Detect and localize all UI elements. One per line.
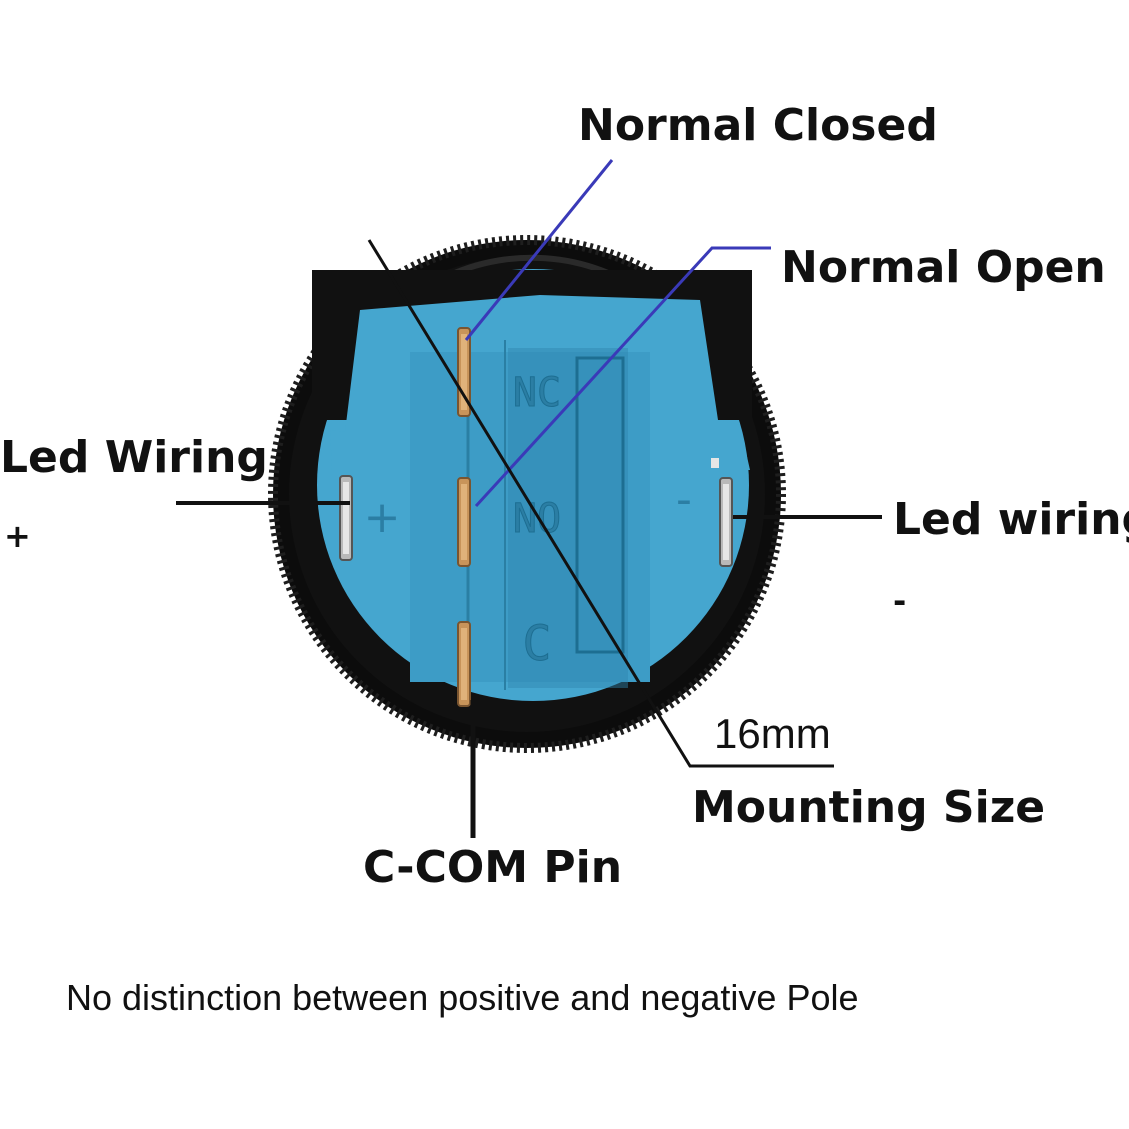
label-plus-sign: + [4,517,31,555]
blue-base [312,269,752,701]
note-text: No distinction between positive and nega… [66,977,859,1018]
leader-normal-closed [464,159,614,341]
leader-normal-open [474,246,771,508]
pin-nc [457,327,471,417]
marking-nc: NC [513,370,561,416]
label-led-wiring-left: Led Wiring [0,432,268,483]
label-minus-sign: - [893,582,907,620]
leader-mounting-size [367,239,834,768]
label-com-pin: C-COM Pin [363,842,623,893]
marking-plus: + [364,492,401,543]
pin-no [457,477,471,567]
pin-led-minus [711,458,733,567]
label-normal-open: Normal Open [781,242,1106,293]
pin-led-plus [339,475,353,561]
pin-com [457,621,471,707]
label-size-value: 16mm [714,710,831,757]
marking-minus: - [676,474,692,525]
marking-c: C [523,616,552,672]
label-led-wiring-right: Led wiring [893,494,1129,545]
marking-no: NO [513,496,561,542]
label-mounting-size: Mounting Size [692,782,1046,833]
label-normal-closed: Normal Closed [578,100,938,151]
